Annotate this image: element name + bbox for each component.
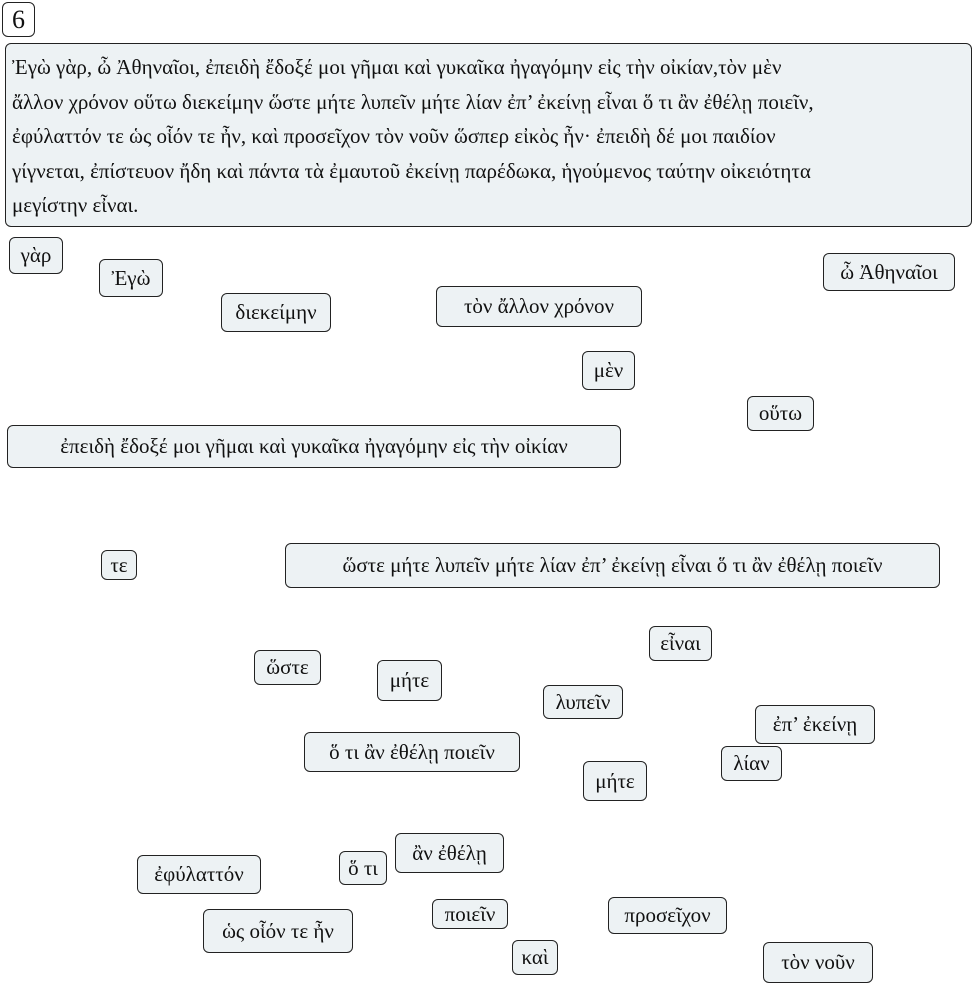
phrase-chip[interactable]: μήτε <box>583 761 647 801</box>
phrase-chip[interactable]: διεκείμην <box>221 293 331 332</box>
phrase-chip[interactable]: ποιεῖν <box>432 899 508 929</box>
phrase-chip[interactable]: ὥστε <box>254 650 321 685</box>
phrase-chip[interactable]: ἐπειδὴ ἔδοξέ μοι γῆμαι καὶ γυκαῖκα ἠγαγό… <box>7 425 621 468</box>
phrase-chip[interactable]: οὕτω <box>747 396 814 431</box>
greek-passage: Ἐγὼ γὰρ, ὦ Ἀθηναῖοι, ἐπειδὴ ἔδοξέ μοι γῆ… <box>5 43 972 227</box>
passage-line: Ἐγὼ γὰρ, ὦ Ἀθηναῖοι, ἐπειδὴ ἔδοξέ μοι γῆ… <box>12 55 782 79</box>
phrase-chip[interactable]: ὥστε μήτε λυπεῖν μήτε λίαν ἐπ’ ἐκείνῃ εἶ… <box>285 543 940 588</box>
phrase-chip[interactable]: προσεῖχον <box>608 897 727 934</box>
phrase-chip[interactable]: λίαν <box>721 746 782 781</box>
phrase-chip[interactable]: λυπεῖν <box>543 685 623 719</box>
phrase-chip[interactable]: γὰρ <box>9 237 63 274</box>
phrase-chip[interactable]: ὅ τι ἂν ἐθέλῃ ποιεῖν <box>304 732 520 772</box>
phrase-chip[interactable]: ὦ Ἀθηναῖοι <box>823 253 955 291</box>
phrase-chip[interactable]: ἐπ’ ἐκείνῃ <box>755 705 875 744</box>
phrase-chip[interactable]: τὸν ἄλλον χρόνον <box>436 286 642 327</box>
phrase-chip[interactable]: ὅ τι <box>339 851 387 885</box>
phrase-chip[interactable]: ἂν ἐθέλῃ <box>395 833 504 873</box>
passage-line: ἐφύλαττόν τε ὡς οἷόν τε ἦν, καὶ προσεῖχο… <box>12 124 776 148</box>
phrase-chip[interactable]: Ἐγὼ <box>99 259 163 297</box>
phrase-chip[interactable]: ὡς οἷόν τε ἦν <box>203 909 353 953</box>
phrase-chip[interactable]: τε <box>101 550 137 580</box>
phrase-chip[interactable]: ἐφύλαττόν <box>137 855 261 894</box>
exercise-number: 6 <box>2 2 35 37</box>
passage-line: μεγίστην εἶναι. <box>12 193 139 217</box>
phrase-chip[interactable]: μὲν <box>582 351 635 390</box>
passage-line: ἄλλον χρόνον οὕτω διεκείμην ὥστε μήτε λυ… <box>12 89 814 114</box>
phrase-chip[interactable]: εἶναι <box>649 626 712 661</box>
phrase-chip[interactable]: καὶ <box>512 940 558 975</box>
passage-line: γίγνεται, ἐπίστευον ἤδη καὶ πάντα τὰ ἐμα… <box>12 158 811 183</box>
phrase-chip[interactable]: μήτε <box>377 660 442 701</box>
phrase-chip[interactable]: τὸν νοῦν <box>763 942 873 983</box>
